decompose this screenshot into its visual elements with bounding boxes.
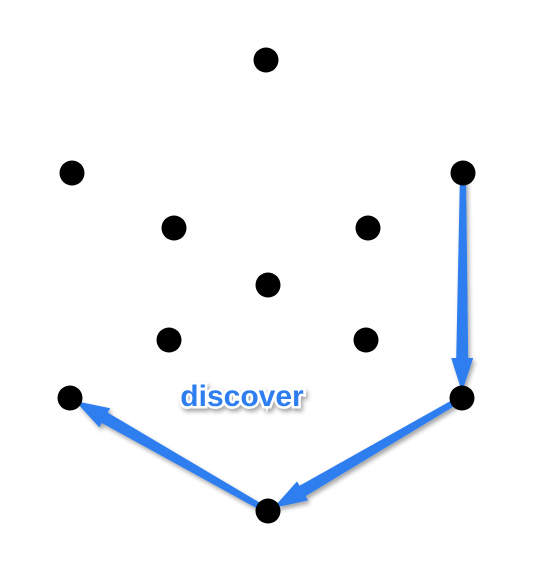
dot-layer	[57, 47, 476, 524]
arrow-layer	[75, 173, 474, 514]
arrow-bottom-to-lower-left	[75, 401, 270, 514]
dot-upper-right	[450, 160, 476, 186]
dot-upper-left	[59, 160, 85, 186]
dot-inner-upper-right	[355, 215, 381, 241]
dot-bottom	[255, 498, 281, 524]
arrow-lower-right-to-bottom	[273, 395, 464, 508]
dot-inner-lower-left	[156, 327, 182, 353]
discover-label: discover	[180, 380, 304, 413]
dot-inner-lower-right	[353, 327, 379, 353]
dot-lower-right	[449, 385, 475, 411]
dot-lower-left	[57, 385, 83, 411]
dot-inner-upper-left	[161, 215, 187, 241]
arrow-upper-right-to-lower-right	[451, 173, 474, 392]
dot-center	[255, 272, 281, 298]
dot-top	[253, 47, 279, 73]
